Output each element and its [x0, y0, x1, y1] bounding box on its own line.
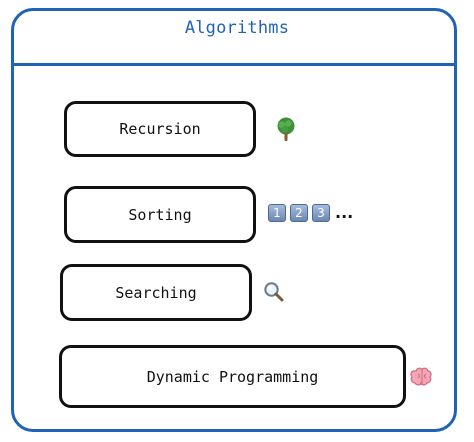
searching-box: Searching: [60, 264, 252, 321]
sorting-box: Sorting: [64, 186, 256, 243]
numbers-icon: 1 2 3 ...: [268, 199, 353, 227]
magnifier-icon: [262, 278, 286, 306]
dynamic-programming-label: Dynamic Programming: [146, 367, 319, 386]
number-key-2: 2: [290, 204, 308, 222]
number-key-3: 3: [312, 204, 330, 222]
dynamic-programming-box: Dynamic Programming: [59, 345, 406, 408]
sorting-label: Sorting: [128, 205, 192, 224]
recursion-box: Recursion: [64, 101, 256, 157]
tree-icon: [274, 115, 298, 143]
ellipsis-text: ...: [335, 203, 354, 222]
searching-label: Searching: [115, 283, 197, 302]
diagram-title: Algorithms: [184, 18, 290, 38]
brain-icon: [410, 363, 434, 391]
number-key-1: 1: [268, 204, 286, 222]
recursion-label: Recursion: [119, 120, 201, 138]
header-divider: [11, 63, 457, 66]
